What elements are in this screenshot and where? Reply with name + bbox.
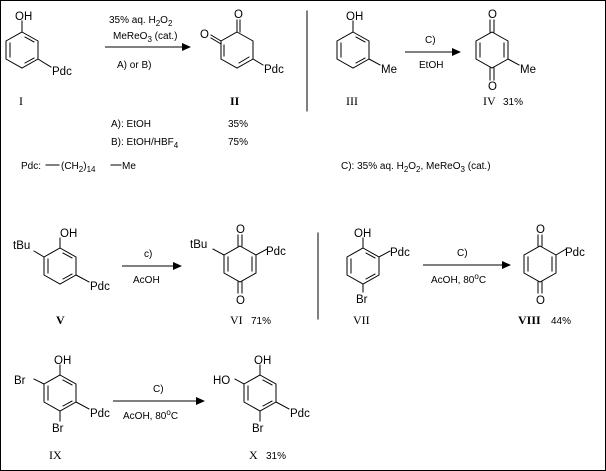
compound-IV: O O Me IV 31% — [475, 9, 536, 108]
svg-text:AcOH: AcOH — [133, 275, 160, 286]
svg-text:AcOH, 80oC: AcOH, 80oC — [123, 408, 178, 422]
compound-III: OH Me III — [336, 11, 397, 108]
svg-text:AcOH, 80oC: AcOH, 80oC — [431, 272, 486, 286]
svg-text:(CH2)14: (CH2)14 — [61, 161, 96, 174]
svg-text:C): C) — [153, 384, 164, 395]
pdc-label: Pdc — [390, 247, 410, 259]
pdc-label: Pdc — [565, 247, 585, 259]
hydroxyl-label: OH — [60, 228, 77, 240]
tbu-label: tBu — [13, 240, 30, 252]
svg-text:c): c) — [144, 249, 152, 260]
compound-label-I: I — [19, 94, 23, 108]
compound-label-VIII: VIII — [518, 313, 541, 327]
pdc-label: Pdc — [266, 246, 286, 258]
reaction-arrow-V-to-VI: c) AcOH — [122, 249, 182, 286]
yield-VI: 71% — [251, 316, 271, 327]
conditions-table: A): EtOH 35% B): EtOH/HBF4 75% — [111, 119, 248, 150]
carbonyl-o-bottom: O — [536, 295, 545, 307]
reaction-arrow-VII-to-VIII: C) AcOH, 80oC — [423, 248, 511, 286]
condition-b: B): EtOH/HBF4 — [111, 137, 179, 150]
bromo-label-1: Br — [14, 375, 26, 387]
yield-X: 31% — [266, 451, 286, 462]
compound-IX: OH Br Pdc Br IX — [14, 355, 110, 462]
svg-text:35% aq. H2O2: 35% aq. H2O2 — [109, 15, 173, 28]
carbonyl-o-top: O — [236, 224, 245, 236]
compound-label-II: II — [230, 94, 240, 108]
carbonyl-o-top: O — [488, 9, 497, 21]
carbonyl-o-bottom: O — [488, 81, 497, 93]
bromo-label: Br — [356, 294, 368, 306]
condition-c-definition: C): 35% aq. H2O2, MeReO3 (cat.) — [341, 161, 491, 174]
hydroxyl-label: OH — [54, 355, 71, 367]
svg-text:EtOH: EtOH — [419, 60, 443, 71]
compound-II: O O Pdc II — [200, 9, 284, 108]
pdc-definition: Pdc: (CH2)14 Me — [21, 161, 136, 174]
compound-label-IX: IX — [49, 448, 62, 462]
pdc-label: Pdc — [90, 408, 110, 420]
compound-label-III: III — [346, 94, 358, 108]
compound-I: OH Pdc I — [5, 11, 72, 108]
compound-V: OH tBu Pdc V — [13, 228, 110, 327]
carbonyl-o-1: O — [234, 9, 243, 21]
carbonyl-o-bottom: O — [236, 295, 245, 307]
reaction-arrow-I-to-II: 35% aq. H2O2 MeReO3 (cat.) A) or B) — [105, 15, 191, 71]
reagent-conditions-label: A) or B) — [117, 60, 151, 71]
methyl-label: Me — [520, 64, 536, 76]
yield-IV: 31% — [503, 97, 523, 108]
carbonyl-o-2: O — [200, 29, 209, 41]
methyl-label: Me — [381, 64, 397, 76]
compound-X: OH HO Pdc Br X 31% — [213, 355, 310, 462]
svg-text:MeReO3 (cat.): MeReO3 (cat.) — [113, 31, 177, 44]
hydroxyl-label: OH — [15, 11, 32, 23]
hydroxyl-label-1: OH — [254, 355, 271, 367]
hydroxyl-label: OH — [354, 228, 371, 240]
condition-a-yield: 35% — [228, 119, 248, 130]
svg-text:C): C) — [457, 248, 468, 259]
tbu-label: tBu — [190, 239, 207, 251]
bromo-label-2: Br — [52, 423, 64, 435]
compound-label-V: V — [56, 313, 65, 327]
bromo-label: Br — [252, 423, 264, 435]
condition-b-yield: 75% — [228, 137, 248, 148]
yield-VIII: 44% — [551, 316, 571, 327]
svg-text:C): C) — [425, 35, 436, 46]
pdc-label: Pdc — [264, 64, 284, 76]
compound-label-VI: VI — [230, 313, 243, 327]
compound-VI: O O tBu Pdc VI 71% — [190, 224, 286, 327]
compound-VII: OH Pdc Br VII — [346, 228, 410, 327]
hydroxyl-label-2: HO — [213, 375, 230, 387]
compound-label-VII: VII — [353, 313, 370, 327]
compound-label-IV: IV — [483, 94, 496, 108]
carbonyl-o-top: O — [536, 224, 545, 236]
compound-VIII: O O Pdc VIII 44% — [518, 224, 585, 327]
pdc-label: Pdc — [90, 281, 110, 293]
hydroxyl-label: OH — [346, 11, 363, 23]
svg-text:Me: Me — [122, 161, 136, 172]
pdc-label: Pdc — [290, 408, 310, 420]
compound-label-X: X — [249, 448, 258, 462]
reaction-arrow-IX-to-X: C) AcOH, 80oC — [113, 384, 205, 422]
pdc-label: Pdc — [52, 66, 72, 78]
svg-text:Pdc:: Pdc: — [21, 161, 41, 172]
condition-a: A): EtOH — [111, 119, 151, 130]
reaction-arrow-III-to-IV: C) EtOH — [405, 35, 461, 71]
